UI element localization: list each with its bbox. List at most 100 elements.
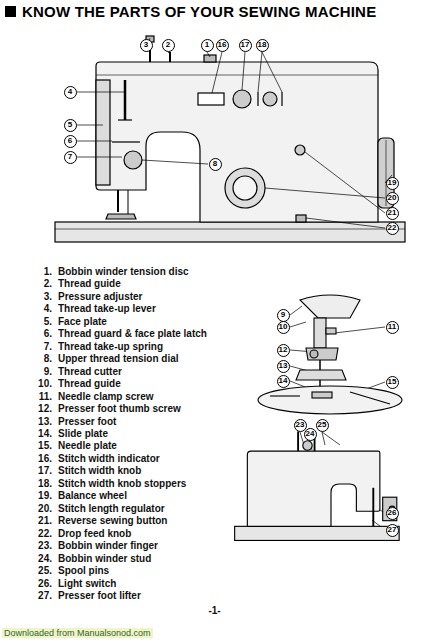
item-number: 19.	[22, 490, 52, 501]
callout-circle: 16	[216, 39, 229, 52]
callout-circle: 5	[64, 119, 77, 132]
part-name: Upper thread tension dial	[58, 353, 179, 364]
callout-circle: 21	[386, 207, 399, 220]
title-bullet	[5, 6, 16, 17]
part-name: Drop feed knob	[58, 528, 131, 539]
callout-number: 11	[388, 323, 396, 331]
part-name: Slide plate	[58, 428, 108, 439]
callout-circle: 20	[386, 192, 399, 205]
callout-circle: 7	[64, 151, 77, 164]
callout-number: 9	[281, 311, 285, 319]
callout-circle: 6	[64, 135, 77, 148]
item-number: 24.	[22, 553, 52, 564]
callout-number: 4	[68, 88, 72, 96]
callout-number: 25	[318, 421, 327, 429]
callout-circle: 25	[316, 419, 329, 432]
callout-number: 12	[279, 346, 288, 354]
part-name: Presser foot lifter	[58, 590, 141, 601]
callout-circle: 11	[386, 321, 399, 334]
item-number: 2.	[22, 278, 52, 289]
item-number: 12.	[22, 403, 52, 414]
page-title: KNOW THE PARTS OF YOUR SEWING MACHINE	[22, 3, 376, 20]
callout-number: 20	[388, 194, 397, 202]
callout-circle: 12	[277, 344, 290, 357]
callout-circle: 8	[209, 158, 222, 171]
item-number: 11.	[22, 391, 52, 402]
item-number: 22.	[22, 528, 52, 539]
part-name: Light switch	[58, 578, 116, 589]
callout-circle: 10	[277, 321, 290, 334]
item-number: 27.	[22, 590, 52, 601]
part-name: Stitch width indicator	[58, 453, 160, 464]
callout-number: 2	[166, 41, 170, 49]
part-name: Thread take-up lever	[58, 303, 156, 314]
callout-number: 14	[279, 377, 288, 385]
item-number: 15.	[22, 440, 52, 451]
callout-number: 24	[306, 430, 315, 438]
callout-circle: 9	[277, 309, 290, 322]
part-name: Spool pins	[58, 565, 109, 576]
callout-number: 19	[388, 179, 397, 187]
item-number: 17.	[22, 465, 52, 476]
part-name: Thread guide	[58, 278, 121, 289]
part-name: Reverse sewing button	[58, 515, 167, 526]
callout-circle: 26	[386, 507, 399, 520]
callout-number: 7	[68, 153, 72, 161]
item-number: 21.	[22, 515, 52, 526]
part-name: Bobbin winder finger	[58, 540, 158, 551]
callout-circle: 18	[256, 39, 269, 52]
callout-number: 26	[388, 509, 397, 517]
callout-circle: 3	[140, 39, 153, 52]
part-name: Presser foot	[58, 416, 116, 427]
part-name: Presser foot thumb screw	[58, 403, 181, 414]
callout-number: 22	[388, 224, 397, 232]
callout-number: 1	[205, 41, 209, 49]
part-name: Balance wheel	[58, 490, 127, 501]
part-name: Stitch width knob stoppers	[58, 478, 186, 489]
item-number: 20.	[22, 503, 52, 514]
callout-circle: 19	[386, 177, 399, 190]
item-number: 18.	[22, 478, 52, 489]
callout-circle: 27	[386, 524, 399, 537]
callout-number: 15	[388, 378, 397, 386]
item-number: 9.	[22, 366, 52, 377]
item-number: 3.	[22, 291, 52, 302]
callout-circle: 13	[277, 360, 290, 373]
item-number: 16.	[22, 453, 52, 464]
callout-number: 8	[213, 160, 217, 168]
item-number: 6.	[22, 328, 52, 339]
callout-number: 27	[388, 526, 397, 534]
callout-number: 21	[388, 209, 397, 217]
item-number: 5.	[22, 316, 52, 327]
callout-number: 13	[279, 362, 288, 370]
part-name: Thread cutter	[58, 366, 122, 377]
callout-number: 10	[279, 323, 288, 331]
item-number: 8.	[22, 353, 52, 364]
item-number: 4.	[22, 303, 52, 314]
main-machine	[55, 36, 405, 242]
callout-circle: 2	[162, 39, 175, 52]
part-name: Stitch length regulator	[58, 503, 165, 514]
part-name: Thread guide	[58, 378, 121, 389]
part-name: Stitch width knob	[58, 465, 141, 476]
callout-circle: 24	[304, 428, 317, 441]
callout-number: 18	[258, 41, 267, 49]
part-name: Bobbin winder tension disc	[58, 266, 189, 277]
callout-circle: 14	[277, 375, 290, 388]
item-number: 1.	[22, 266, 52, 277]
callout-circle: 17	[239, 39, 252, 52]
watermark: Downloaded from Manualsonod.com	[2, 628, 153, 638]
item-number: 10.	[22, 378, 52, 389]
part-name: Face plate	[58, 316, 107, 327]
callout-number: 6	[68, 137, 72, 145]
callout-circle: 1	[201, 39, 214, 52]
part-name: Pressure adjuster	[58, 291, 143, 302]
part-name: Thread take-up spring	[58, 341, 163, 352]
callout-circle: 15	[386, 376, 399, 389]
callout-number: 3	[144, 41, 148, 49]
item-number: 14.	[22, 428, 52, 439]
part-name: Needle clamp screw	[58, 391, 154, 402]
callout-circle: 4	[64, 86, 77, 99]
callout-number: 17	[241, 41, 250, 49]
